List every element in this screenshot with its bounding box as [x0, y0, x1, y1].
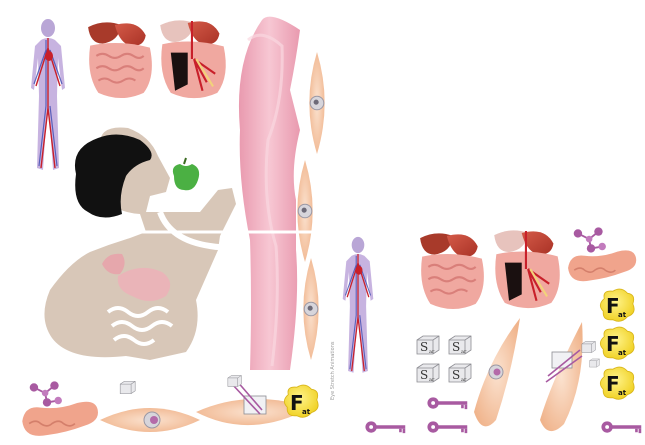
- fat-sublabel-right-2: at: [618, 349, 627, 357]
- muscle-cell-2: [297, 160, 312, 262]
- fat-droplet-right-3: F at: [600, 367, 634, 399]
- fat-droplet-left: F at: [284, 385, 318, 417]
- sugar-label-4: S: [452, 368, 460, 382]
- sugar-cube-1: S ar: [417, 336, 439, 355]
- insulin-molecule-right: [574, 227, 606, 252]
- apple-icon: [173, 158, 199, 190]
- muscle-cell-3: [303, 258, 318, 360]
- fat-sublabel-right-3: at: [618, 389, 627, 397]
- fat-droplet-right-2: F at: [600, 327, 634, 359]
- sugar-cube-2: S ar: [449, 336, 471, 355]
- sugar-label-2: S: [452, 340, 460, 354]
- muscle-cell-1: [309, 52, 324, 154]
- credit-text: Eye Stretch Animations: [330, 341, 336, 400]
- insulin-key-3: [365, 421, 405, 433]
- muscle-cell-right-1: [474, 318, 520, 426]
- pancreas-left: [22, 402, 98, 436]
- esophagus-tube: [239, 17, 300, 370]
- sugar-cube-left-small: [120, 381, 135, 393]
- pancreas-right: [568, 250, 636, 281]
- fat-sublabel-right-1: at: [618, 311, 627, 319]
- insulin-key-4: [601, 421, 641, 433]
- digestive-organs-cutaway-left: [160, 20, 226, 98]
- insulin-key-2: [427, 421, 467, 433]
- sugar-label-1: S: [420, 340, 428, 354]
- sugar-label-3: S: [420, 368, 428, 382]
- circulatory-system-figure-right: [343, 237, 374, 373]
- sugar-sublabel-1: ar: [429, 349, 435, 355]
- cell-horizontal-1: [100, 408, 200, 432]
- sugar-sublabel-2: ar: [461, 349, 467, 355]
- digestive-organs-cutaway-right: [494, 230, 560, 308]
- cell-with-key-right: [540, 322, 599, 431]
- sugar-cube-4: S ar: [449, 364, 471, 383]
- circulatory-system-figure-left: [31, 19, 65, 170]
- digestive-organs-right: [420, 233, 484, 309]
- insulin-molecule-left: [30, 381, 62, 406]
- sugar-cube-3: S ar: [417, 364, 439, 383]
- sugar-sublabel-3: ar: [429, 377, 435, 383]
- insulin-key-1: [427, 397, 467, 409]
- fat-sublabel-left: at: [302, 408, 311, 416]
- digestive-organs-left: [88, 22, 152, 98]
- fat-droplet-right-1: F at: [600, 289, 634, 321]
- sugar-sublabel-4: ar: [461, 377, 467, 383]
